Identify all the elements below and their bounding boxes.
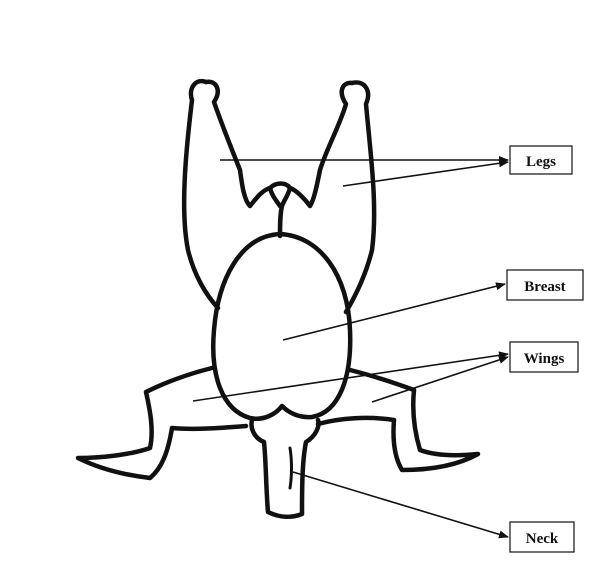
- tail-outline: [270, 184, 290, 237]
- label-breast: Breast: [507, 270, 583, 300]
- label-legs: Legs: [510, 146, 572, 174]
- neck-pointer: [293, 472, 508, 537]
- right-leg-outline: [346, 82, 374, 312]
- left-leg-inner-outline: [206, 82, 270, 206]
- label-wings: Wings: [510, 342, 578, 372]
- left-leg-outline: [184, 81, 218, 308]
- neck-inner-line: [290, 448, 292, 488]
- breast-outline: [213, 234, 350, 419]
- label-legs-text: Legs: [526, 154, 556, 170]
- right-leg-inner-outline: [290, 83, 352, 206]
- chicken-drawing: [78, 81, 478, 517]
- legs-pointer-right: [343, 162, 508, 186]
- label-neck-text: Neck: [526, 531, 559, 547]
- label-wings-text: Wings: [524, 351, 565, 367]
- neck-outline: [252, 420, 319, 517]
- label-breast-text: Breast: [524, 279, 565, 295]
- label-neck: Neck: [510, 522, 574, 552]
- breast-pointer: [283, 284, 505, 340]
